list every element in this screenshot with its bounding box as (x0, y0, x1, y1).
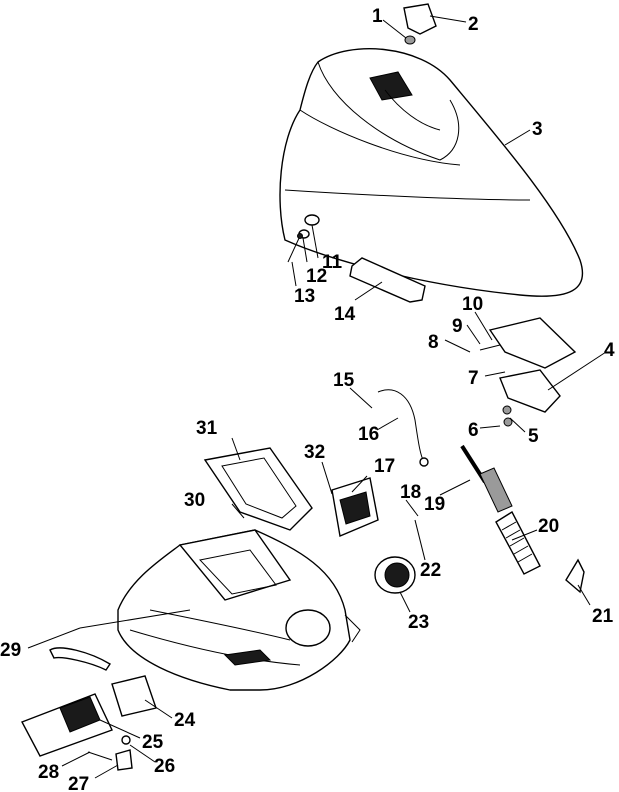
callout-17: 17 (374, 456, 395, 477)
callout-15: 15 (333, 370, 355, 391)
callout-13: 13 (294, 286, 315, 307)
rubber-strip-part (349, 257, 426, 303)
callouts: 1 2 3 4 5 6 7 8 9 10 11 12 13 14 15 16 1… (0, 6, 615, 792)
main-housing-part (117, 529, 361, 691)
callout-31: 31 (196, 418, 218, 439)
callout-25: 25 (142, 732, 164, 753)
latch-clip-part (403, 3, 437, 45)
callout-27: 27 (68, 774, 89, 792)
leader-lines (27, 15, 607, 779)
callout-30: 30 (184, 490, 205, 511)
callout-11: 11 (322, 252, 343, 273)
callout-21: 21 (592, 606, 614, 627)
callout-2: 2 (468, 14, 479, 35)
callout-18: 18 (400, 482, 421, 503)
callout-7: 7 (468, 368, 479, 389)
gas-strut-part (460, 444, 513, 513)
callout-24: 24 (174, 710, 196, 731)
retaining-clip-part (565, 558, 585, 594)
intake-tube-part (21, 675, 157, 757)
callout-8: 8 (428, 332, 439, 353)
callout-22: 22 (420, 560, 441, 581)
callout-6: 6 (468, 420, 479, 441)
gasket-frame-part (203, 447, 313, 531)
callout-32: 32 (304, 442, 325, 463)
hood-cover-part (279, 48, 584, 297)
callout-28: 28 (38, 762, 59, 783)
callout-9: 9 (452, 316, 463, 337)
callout-4: 4 (604, 340, 615, 361)
tether-cable-part (377, 389, 425, 463)
callout-19: 19 (424, 494, 445, 515)
hinge-bracket-part (479, 317, 577, 427)
callout-26: 26 (154, 756, 175, 777)
spring-part (495, 511, 541, 575)
callout-14: 14 (334, 304, 356, 325)
callout-3: 3 (532, 119, 543, 140)
callout-10: 10 (462, 294, 483, 315)
callout-5: 5 (528, 426, 539, 447)
callout-23: 23 (408, 612, 429, 633)
small-fastener-part (87, 735, 133, 771)
callout-12: 12 (306, 266, 327, 287)
callout-20: 20 (538, 516, 559, 537)
callout-1: 1 (372, 6, 383, 27)
cover-plate-part (331, 477, 379, 537)
callout-29: 29 (0, 640, 21, 661)
fuel-cap-part (374, 556, 416, 594)
grab-handle-part (49, 647, 111, 671)
callout-16: 16 (358, 424, 379, 445)
